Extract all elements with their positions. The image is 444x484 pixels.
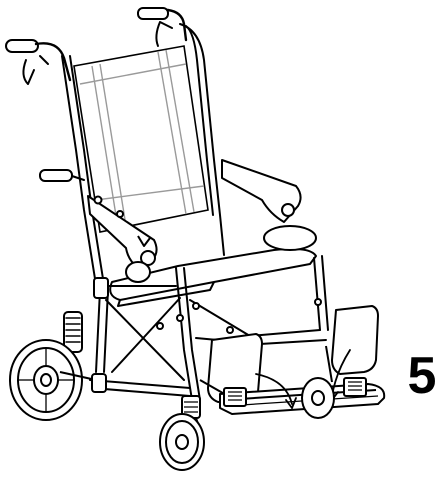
main-frame xyxy=(63,195,329,401)
handle-grip-left xyxy=(5,39,39,53)
seat xyxy=(109,225,317,307)
brake-lever-right xyxy=(155,21,173,47)
side-grip xyxy=(39,169,73,182)
rear-spring xyxy=(65,317,81,343)
front-caster-right xyxy=(301,377,335,419)
handle-grip-right xyxy=(137,7,169,20)
push-handle-left xyxy=(34,42,72,82)
step-number: 5 xyxy=(407,347,437,405)
rear-axle-block xyxy=(91,373,107,393)
arrow-left xyxy=(255,373,293,405)
armrests xyxy=(87,159,302,269)
calf-plate-right xyxy=(331,305,379,375)
backrest-frame xyxy=(137,7,225,256)
brake-lever-left xyxy=(22,55,49,85)
rear-wheel xyxy=(9,339,97,421)
left-rear-frame xyxy=(5,39,105,286)
side-pad-right xyxy=(263,225,317,251)
side-pad-left xyxy=(125,261,151,283)
front-caster-left xyxy=(159,395,205,471)
backrest-fabric xyxy=(73,45,209,233)
armrest-right xyxy=(221,159,302,223)
